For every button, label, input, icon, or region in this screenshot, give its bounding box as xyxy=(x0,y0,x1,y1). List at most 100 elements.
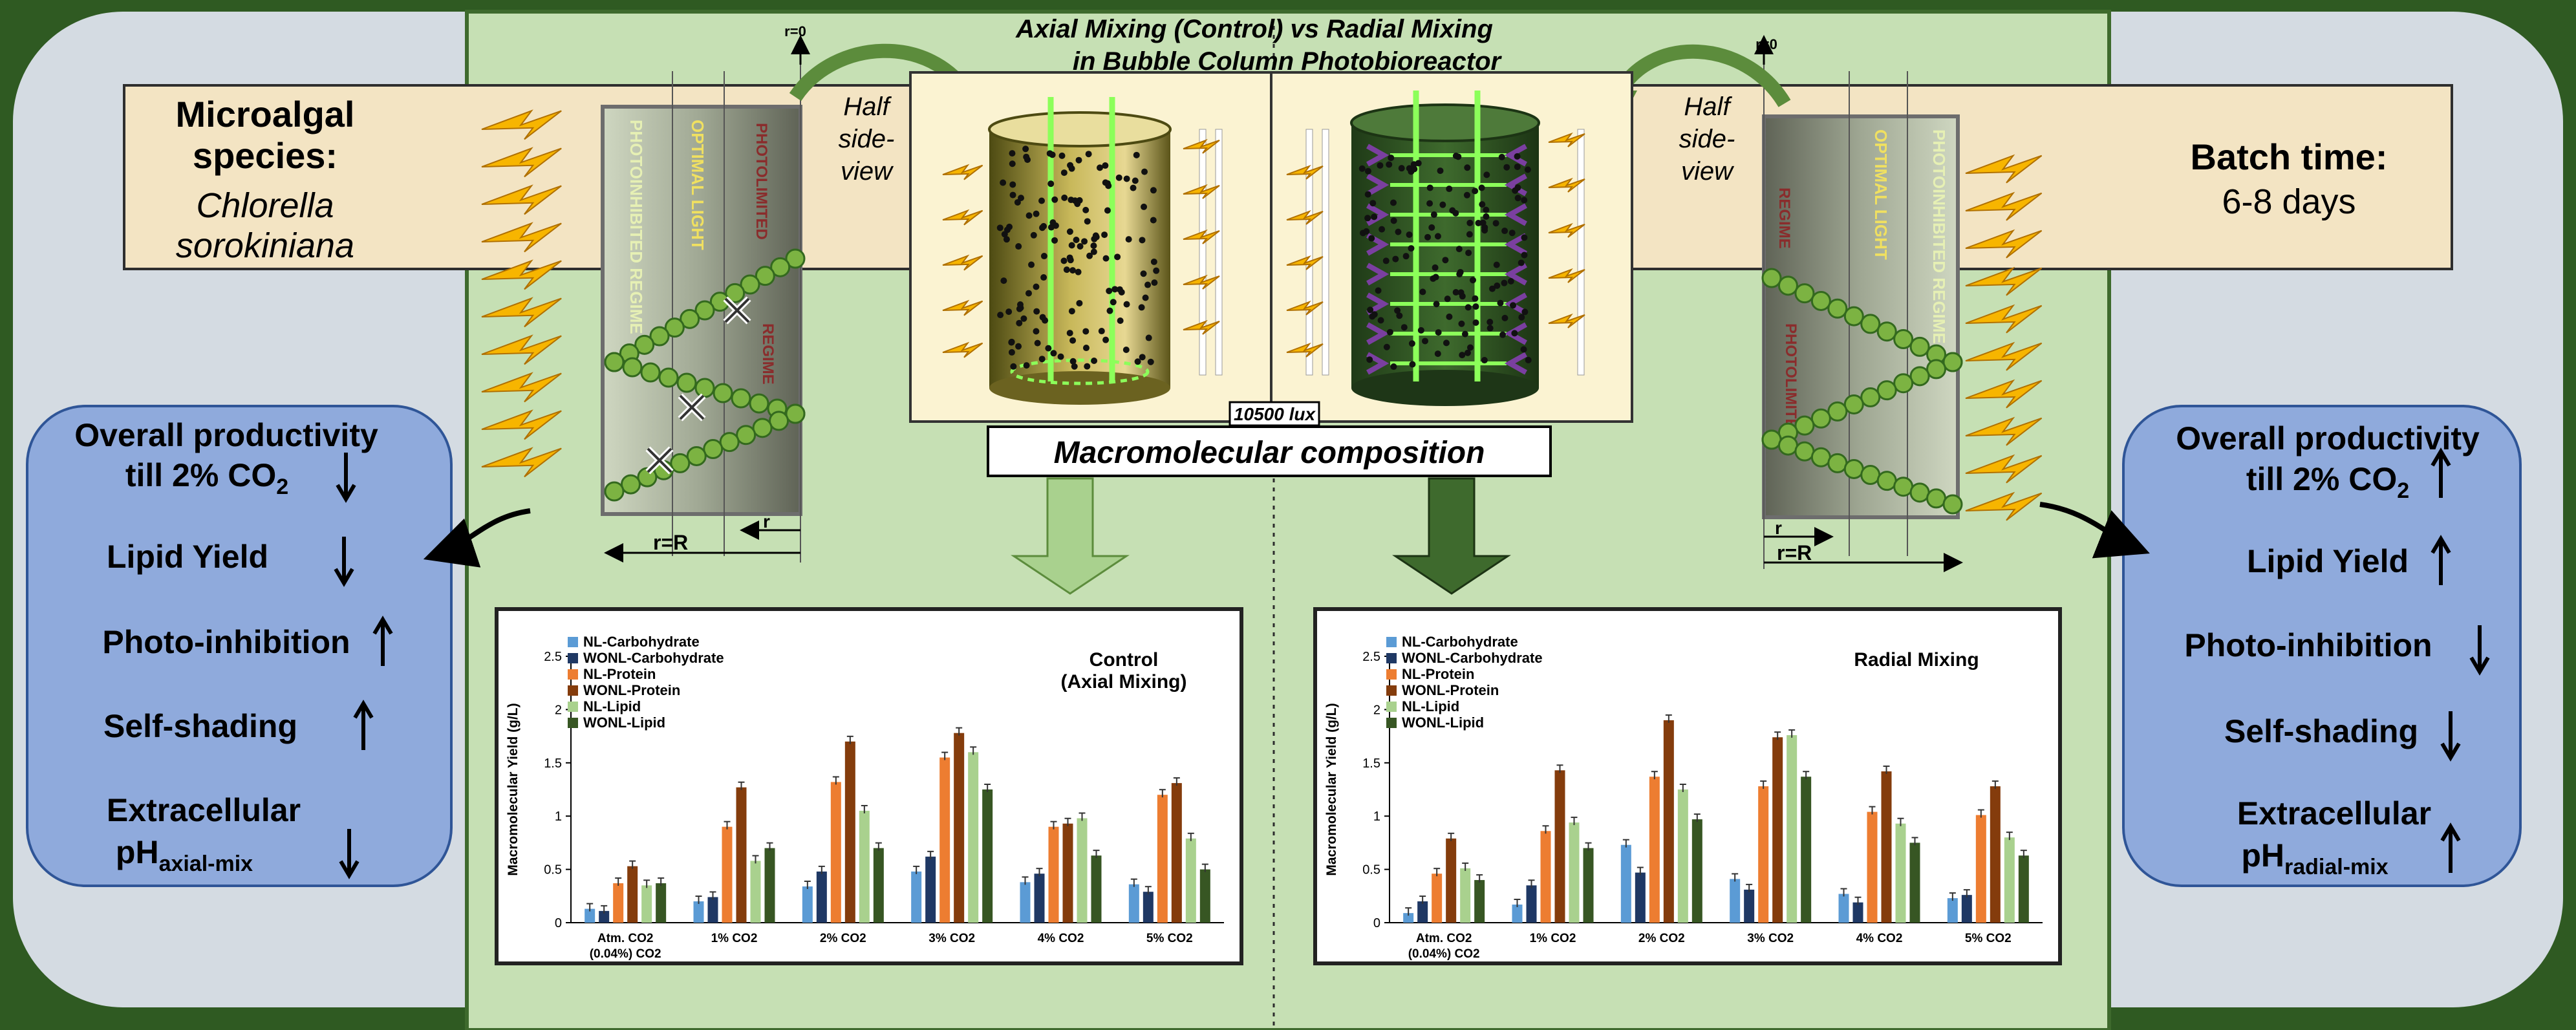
bubble-icon xyxy=(997,312,1004,319)
bar xyxy=(1554,770,1565,923)
legend-swatch xyxy=(1386,685,1397,696)
radial-flow-icon xyxy=(1504,292,1527,316)
bubble-icon xyxy=(1371,213,1378,220)
radial-effects-box xyxy=(2122,405,2522,887)
down-arrow-icon xyxy=(2440,742,2461,762)
legend-label: WONL-Lipid xyxy=(1402,714,1484,731)
bubble-icon xyxy=(1102,162,1109,169)
bubble-icon xyxy=(1481,224,1488,231)
bubble-icon xyxy=(1507,278,1514,285)
effect-label: Lipid Yield xyxy=(107,539,268,575)
bubble-icon xyxy=(1030,231,1037,239)
bubble-icon xyxy=(1481,357,1488,364)
x-tick-label: 1% CO2 xyxy=(1530,932,1576,945)
bar xyxy=(1990,786,2001,923)
effect-label-line2: till 2% CO2 xyxy=(2246,461,2409,503)
algal-cell-icon xyxy=(1794,283,1815,304)
bubble-icon xyxy=(1090,248,1097,255)
algal-cell-icon xyxy=(1909,336,1930,357)
bubble-icon xyxy=(1147,358,1154,365)
radial-flow-icon xyxy=(1504,144,1527,167)
cross-icon xyxy=(647,447,672,473)
algal-cell-icon xyxy=(1876,321,1897,342)
bubble-icon xyxy=(1498,153,1505,160)
x-tick-label: 3% CO2 xyxy=(1747,932,1794,945)
bubble-icon xyxy=(1023,153,1030,160)
bubble-icon xyxy=(1364,167,1371,175)
lightning-icon xyxy=(1965,341,2043,371)
bubble-icon xyxy=(1150,258,1157,265)
axial-light-tube-2 xyxy=(1215,129,1223,376)
bubble-icon xyxy=(1472,303,1479,310)
bubble-icon xyxy=(1483,206,1490,213)
regime-photoinhibited-left: PHOTOINHIBITED REGIME xyxy=(627,120,646,334)
legend-swatch xyxy=(568,653,578,663)
algal-cell-icon xyxy=(1909,482,1930,503)
bubble-icon xyxy=(1487,325,1494,332)
bubble-icon xyxy=(1521,308,1529,316)
bubble-icon xyxy=(1439,201,1446,208)
bubble-icon xyxy=(1000,277,1007,284)
bubble-icon xyxy=(1402,253,1410,260)
legend-label: NL-Protein xyxy=(1402,666,1474,682)
bar xyxy=(1474,880,1485,923)
bubble-icon xyxy=(1525,356,1532,363)
lightning-icon xyxy=(1965,266,2043,296)
y-axis-label: Macromolecular Yield (g/L) xyxy=(1324,703,1339,875)
algal-cell-icon xyxy=(1893,329,1914,350)
y-tick-label: 2.5 xyxy=(1362,650,1380,664)
algal-cell-icon xyxy=(676,372,697,393)
algal-cell-icon xyxy=(755,266,775,286)
bubble-icon xyxy=(1114,253,1121,261)
bar xyxy=(585,908,596,923)
effect-subscript: 2 xyxy=(276,475,288,499)
bubble-icon xyxy=(1411,166,1418,173)
bar xyxy=(1909,842,1920,923)
bubble-icon xyxy=(1383,343,1390,350)
bubble-icon xyxy=(1098,328,1105,335)
radial-flow-icon xyxy=(1504,263,1527,286)
bubble-icon xyxy=(1390,199,1397,206)
radial-flow-icon xyxy=(1504,173,1527,197)
light-source-left xyxy=(481,109,562,478)
bubble-icon xyxy=(1051,237,1058,244)
algal-cell-icon xyxy=(1827,453,1848,473)
legend-label: WONL-Lipid xyxy=(583,714,665,731)
regime-optimal-right: OPTIMAL LIGHT xyxy=(1871,129,1891,260)
bubble-icon xyxy=(1082,206,1089,213)
algal-cell-icon xyxy=(1926,359,1947,380)
bar xyxy=(1730,879,1741,923)
bubble-icon xyxy=(1499,331,1507,338)
axial-light-tube-1 xyxy=(1199,129,1207,376)
bubble-icon xyxy=(1367,306,1374,314)
bubble-icon xyxy=(1363,228,1370,235)
bubble-icon xyxy=(1033,283,1040,290)
chart-title: Radial Mixing xyxy=(1854,649,1979,671)
legend-label: NL-Lipid xyxy=(583,698,641,714)
bubble-icon xyxy=(1386,328,1393,336)
bar xyxy=(707,897,718,923)
bubble-icon xyxy=(1366,356,1373,363)
bubble-icon xyxy=(1045,345,1052,352)
algal-cell-icon xyxy=(719,432,740,453)
bubble-icon xyxy=(1435,329,1442,336)
lightning-icon xyxy=(1965,416,2043,446)
bubble-icon xyxy=(1092,232,1099,239)
bar xyxy=(1881,771,1892,923)
bar xyxy=(1048,826,1059,923)
bubble-icon xyxy=(1051,196,1058,203)
bubble-icon xyxy=(1071,363,1078,370)
algal-cell-icon xyxy=(740,274,760,295)
bubble-icon xyxy=(1140,270,1147,277)
bar xyxy=(982,789,993,923)
bubble-icon xyxy=(1501,279,1508,286)
bubble-icon xyxy=(1001,231,1008,238)
bubble-icon xyxy=(1446,313,1453,320)
bubble-icon xyxy=(1406,231,1413,238)
bubble-icon xyxy=(1521,252,1528,259)
bubble-icon xyxy=(1401,324,1408,331)
bar xyxy=(1091,855,1102,923)
bubble-icon xyxy=(1139,237,1146,244)
bar xyxy=(1691,819,1702,923)
